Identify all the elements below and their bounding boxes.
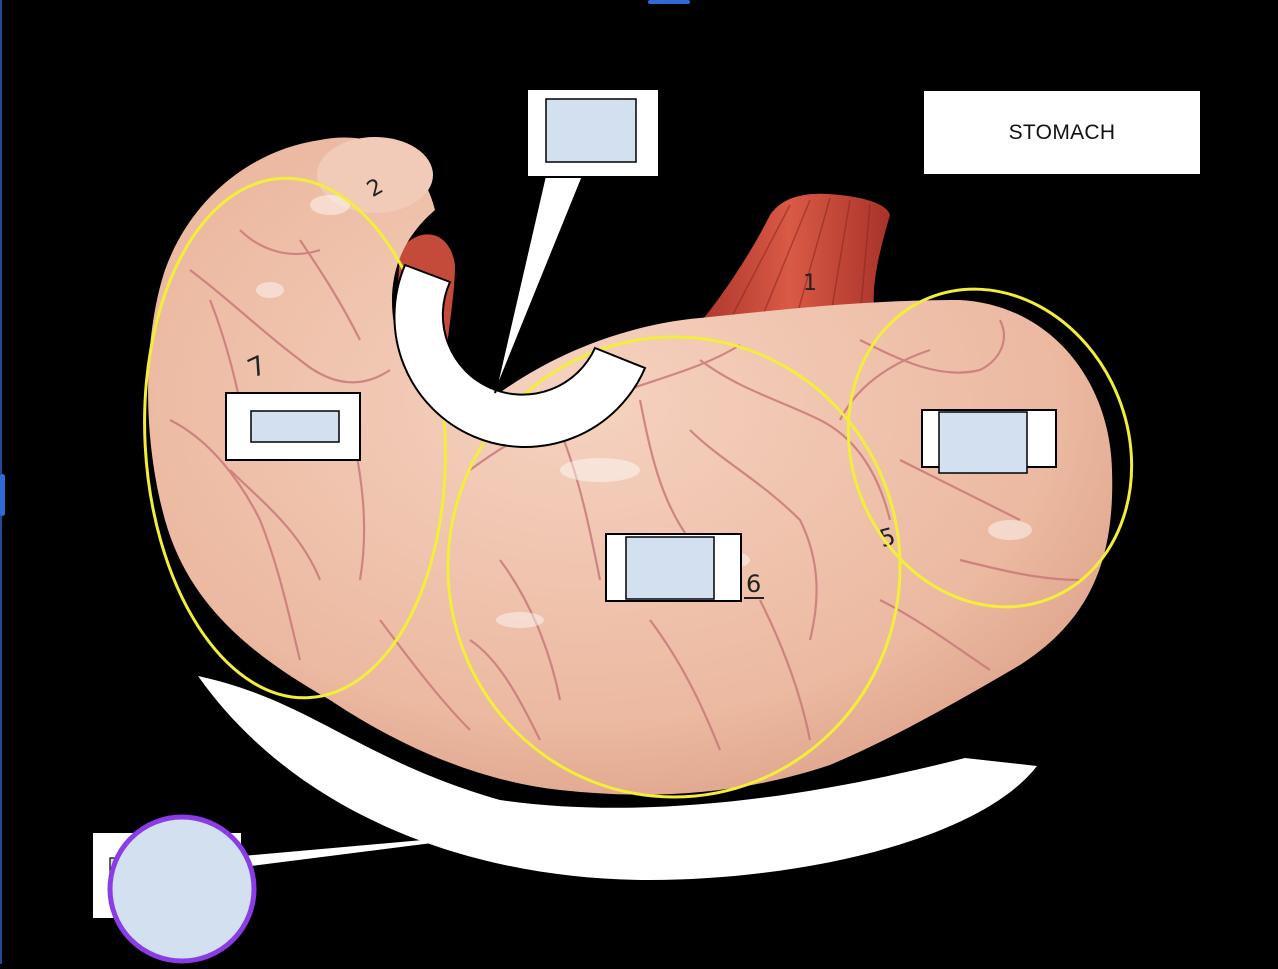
bottom-circle-blank[interactable] xyxy=(107,814,257,964)
top-selection-handle[interactable] xyxy=(648,0,690,4)
left-selection-handle[interactable] xyxy=(0,474,5,516)
bottom-callout-pointer xyxy=(220,830,535,870)
pyloric-end xyxy=(317,137,433,213)
blood-vessels xyxy=(169,229,1081,751)
left-selection-edge xyxy=(0,0,2,964)
diagram-title: STOMACH xyxy=(922,89,1202,176)
greater-curvature-band xyxy=(198,676,1037,880)
marking-6: 6 xyxy=(746,570,761,598)
pylorus-region-outline xyxy=(143,176,447,700)
esophagus-striations xyxy=(729,197,871,323)
fundus-region-outline xyxy=(846,287,1134,609)
center-region-blank[interactable] xyxy=(625,536,715,600)
right-region-blank[interactable] xyxy=(938,411,1028,474)
body-region-outline xyxy=(446,335,902,799)
left-region-blank[interactable] xyxy=(250,410,340,443)
marking-5: 5 xyxy=(876,522,898,553)
marking-1: 1 xyxy=(803,271,817,296)
region-outlines xyxy=(143,176,1134,799)
lesser-curvature-band xyxy=(393,263,647,449)
top-callout-blank[interactable] xyxy=(545,98,637,163)
